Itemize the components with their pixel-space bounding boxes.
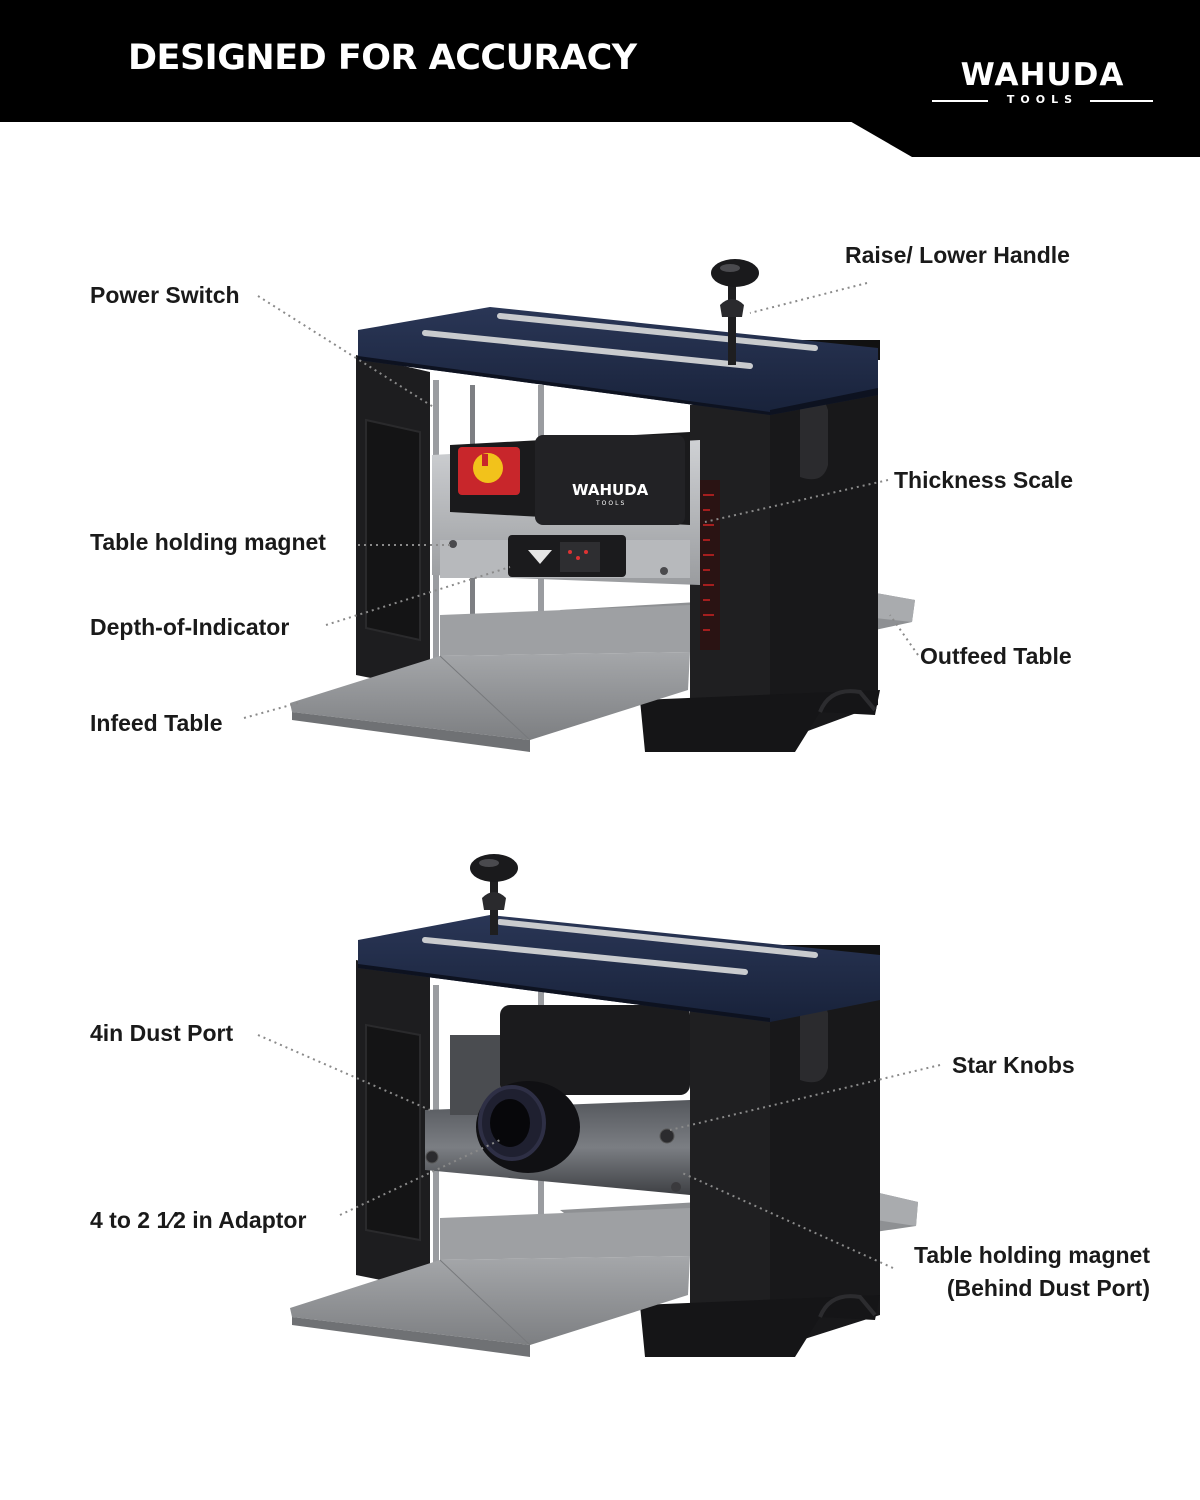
label-depth-indicator: Depth-of-Indicator [90, 614, 290, 640]
raise-lower-handle [728, 285, 736, 365]
label-raise-lower-handle: Raise/ Lower Handle [845, 242, 1070, 268]
label-infeed-table: Infeed Table [90, 710, 223, 736]
planer-logo-word: WAHUDA [572, 481, 649, 499]
header-tab-shape [848, 120, 1200, 157]
label-magnet-behind-line2: (Behind Dust Port) [946, 1275, 1150, 1301]
infeed-table-rear [290, 1256, 690, 1345]
logo-rule-left [932, 100, 988, 102]
logo-rule-right [1090, 100, 1153, 102]
header-bar [0, 0, 1200, 122]
label-dust-port: 4in Dust Port [90, 1020, 234, 1046]
label-table-holding-magnet: Table holding magnet [90, 529, 326, 555]
page-title: DESIGNED FOR ACCURACY [128, 38, 637, 78]
brand-logo-word: WAHUDA [960, 57, 1125, 93]
infeed-table [290, 652, 690, 740]
star-knob-left [425, 1150, 439, 1164]
leader-lines [243, 282, 941, 1269]
label-thickness-scale: Thickness Scale [894, 467, 1073, 493]
label-power-switch: Power Switch [90, 282, 240, 308]
planer-logo-sub: TOOLS [595, 500, 626, 507]
right-column-rear [690, 995, 770, 1357]
thickness-scale [700, 480, 720, 650]
dust-port [476, 1081, 580, 1173]
planer-bottom-view [290, 854, 918, 1357]
top-plate-rear [358, 915, 880, 1022]
label-outfeed-table: Outfeed Table [920, 643, 1072, 669]
label-magnet-behind-line1: Table holding magnet [914, 1242, 1150, 1268]
star-knob-right [659, 1128, 675, 1144]
label-adaptor: 4 to 2 1⁄2 in Adaptor [90, 1207, 307, 1233]
brand-logo-sub: TOOLS [1006, 93, 1079, 106]
planer-top-view [290, 259, 915, 752]
label-star-knobs: Star Knobs [952, 1052, 1075, 1078]
brand-logo: WAHUDA TOOLS [930, 58, 1155, 110]
top-plate [358, 307, 878, 415]
